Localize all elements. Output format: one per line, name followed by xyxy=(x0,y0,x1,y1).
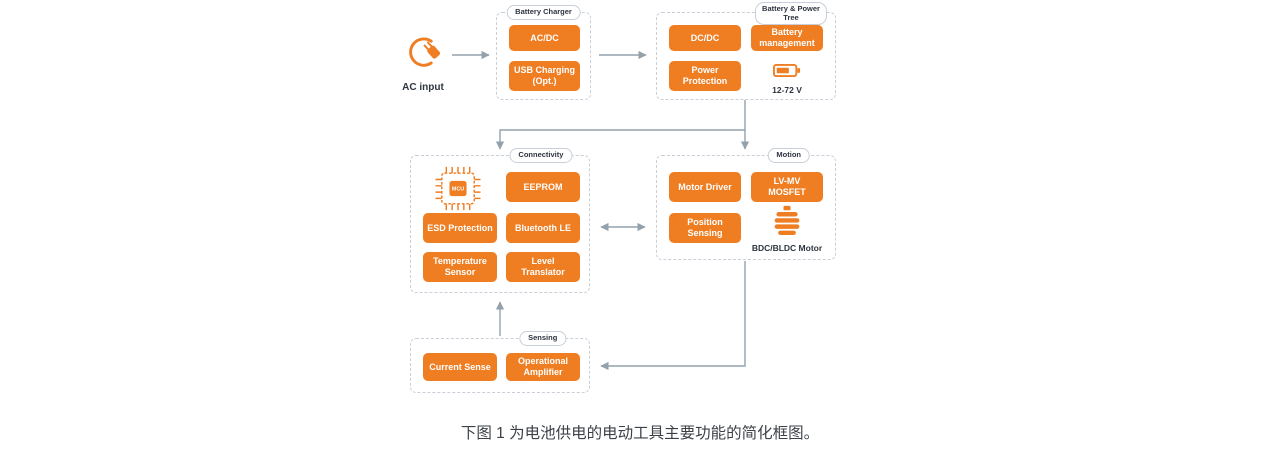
figure-caption: 下图 1 为电池供电的电动工具主要功能的简化框图。 xyxy=(460,425,820,442)
block-power-protection[interactable]: Power Protection xyxy=(669,61,741,91)
ac-input: AC input xyxy=(398,33,448,93)
ac-input-label: AC input xyxy=(402,82,444,93)
bdc-bldc-motor-icon xyxy=(772,204,802,241)
group-battery-power-tree: Battery & Power Tree DC/DC Battery manag… xyxy=(656,2,836,100)
block-battery-management[interactable]: Battery management xyxy=(751,25,823,51)
block-dcdc[interactable]: DC/DC xyxy=(669,25,741,51)
mcu-chip-icon: MCU xyxy=(431,164,485,218)
block-eeprom[interactable]: EEPROM xyxy=(506,172,580,202)
block-current-sense[interactable]: Current Sense xyxy=(423,353,497,381)
group-label-motion: Motion xyxy=(767,148,811,163)
block-motor-driver[interactable]: Motor Driver xyxy=(669,172,741,202)
battery-figure: 12-72 V xyxy=(751,63,823,95)
group-battery-charger: Battery Charger AC/DC USB Charging (Opt.… xyxy=(496,5,591,100)
block-usb-charging[interactable]: USB Charging (Opt.) xyxy=(509,61,580,91)
group-label-battery-power-tree: Battery & Power Tree xyxy=(755,2,827,26)
motor-figure: BDC/BLDC Motor xyxy=(747,204,827,253)
group-label-sensing: Sensing xyxy=(519,331,567,346)
mcu-figure: MCU xyxy=(427,164,489,218)
battery-icon xyxy=(773,63,801,83)
block-position-sensing[interactable]: Position Sensing xyxy=(669,213,741,243)
arrow-power-tree-to-connectivity xyxy=(495,129,745,150)
block-operational-amplifier[interactable]: Operational Amplifier xyxy=(506,353,580,381)
power-plug-icon xyxy=(403,33,443,78)
block-level-translator[interactable]: Level Translator xyxy=(506,252,580,282)
block-esd-protection[interactable]: ESD Protection xyxy=(423,213,497,243)
block-acdc[interactable]: AC/DC xyxy=(509,25,580,51)
group-motion: Motion Motor Driver LV-MV MOSFET Positio… xyxy=(656,148,836,260)
group-label-connectivity: Connectivity xyxy=(509,148,573,163)
mcu-chip-label: MCU xyxy=(452,187,464,193)
group-sensing: Sensing Current Sense Operational Amplif… xyxy=(410,331,590,393)
group-label-battery-charger: Battery Charger xyxy=(506,5,581,20)
group-connectivity: Connectivity MCU EEPROM ESD Protection B… xyxy=(410,148,590,293)
block-lv-mv-mosfet[interactable]: LV-MV MOSFET xyxy=(751,172,823,202)
motor-label: BDC/BLDC Motor xyxy=(751,243,823,253)
battery-voltage-label: 12-72 V xyxy=(772,85,802,95)
block-temperature-sensor[interactable]: Temperature Sensor xyxy=(423,252,497,282)
block-bluetooth-le[interactable]: Bluetooth LE xyxy=(506,213,580,243)
arrow-motion-to-sensing xyxy=(600,261,746,371)
